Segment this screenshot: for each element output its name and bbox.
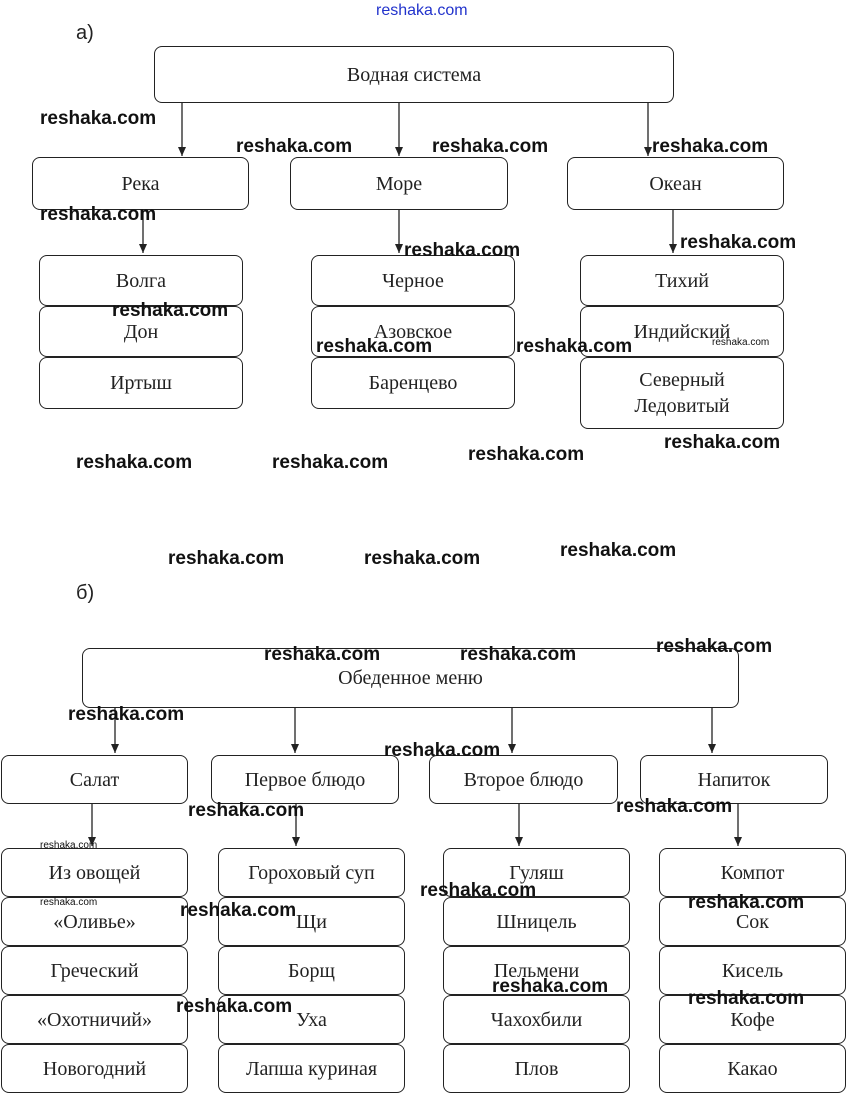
watermark: reshaka.com: [176, 996, 293, 1017]
watermark: reshaka.com: [616, 796, 733, 817]
watermark: reshaka.com: [712, 337, 770, 348]
second-course-item: Гуляш: [443, 848, 630, 897]
first-course-item: Борщ: [218, 946, 405, 995]
river-item: Дон: [39, 306, 243, 357]
sea-item: Баренцево: [311, 357, 515, 409]
watermark: reshaka.com: [76, 452, 193, 473]
watermark: reshaka.com: [404, 240, 521, 261]
category-second-course: Второе блюдо: [429, 755, 618, 804]
drink-item: Сок: [659, 897, 846, 946]
watermark: reshaka.com: [168, 548, 285, 569]
second-course-item: Шницель: [443, 897, 630, 946]
drink-item: Кисель: [659, 946, 846, 995]
salad-item: «Охотничий»: [1, 995, 188, 1044]
watermark: reshaka.com: [664, 432, 781, 453]
watermark: reshaka.com: [40, 840, 98, 851]
watermark: reshaka.com: [432, 136, 549, 157]
ocean-item: Северный Ледовитый: [580, 357, 784, 429]
watermark: reshaka.com: [40, 204, 157, 225]
first-course-item: Уха: [218, 995, 405, 1044]
diagram-a-label: а): [76, 22, 94, 44]
watermark: reshaka.com: [68, 704, 185, 725]
category-salat: Салат: [1, 755, 188, 804]
watermark: reshaka.com: [272, 452, 389, 473]
drink-item: Компот: [659, 848, 846, 897]
salad-item: Новогодний: [1, 1044, 188, 1093]
ocean-item: Индийский: [580, 306, 784, 357]
second-course-item: Чахохбили: [443, 995, 630, 1044]
first-course-item: Лапша куриная: [218, 1044, 405, 1093]
second-course-item: Плов: [443, 1044, 630, 1093]
watermark: reshaka.com: [40, 897, 98, 908]
watermark: reshaka.com: [688, 988, 805, 1009]
watermark: reshaka.com: [516, 336, 633, 357]
header-watermark: reshaka.com: [376, 2, 468, 19]
ocean-item: Тихий: [580, 255, 784, 306]
salad-item: «Оливье»: [1, 897, 188, 946]
watermark: reshaka.com: [560, 540, 677, 561]
watermark: reshaka.com: [236, 136, 353, 157]
watermark: reshaka.com: [420, 880, 537, 901]
watermark: reshaka.com: [316, 336, 433, 357]
watermark: reshaka.com: [112, 300, 229, 321]
water-system-root: Водная система: [154, 46, 674, 103]
river-item: Волга: [39, 255, 243, 306]
category-okean: Океан: [567, 157, 784, 210]
diagram-b-label: б): [76, 582, 95, 604]
watermark: reshaka.com: [468, 444, 585, 465]
dinner-menu-root: Обеденное меню: [82, 648, 739, 708]
watermark: reshaka.com: [188, 800, 305, 821]
sea-item: Черное: [311, 255, 515, 306]
salad-item: Греческий: [1, 946, 188, 995]
watermark: reshaka.com: [688, 892, 805, 913]
category-reka: Река: [32, 157, 249, 210]
watermark: reshaka.com: [384, 740, 501, 761]
drink-item: Какао: [659, 1044, 846, 1093]
watermark: reshaka.com: [364, 548, 481, 569]
watermark: reshaka.com: [656, 636, 773, 657]
watermark: reshaka.com: [40, 108, 157, 129]
watermark: reshaka.com: [680, 232, 797, 253]
first-course-item: Гороховый суп: [218, 848, 405, 897]
drink-item: Кофе: [659, 995, 846, 1044]
category-more: Море: [290, 157, 508, 210]
first-course-item: Щи: [218, 897, 405, 946]
watermark: reshaka.com: [264, 644, 381, 665]
category-drink: Напиток: [640, 755, 828, 804]
category-first-course: Первое блюдо: [211, 755, 399, 804]
sea-item: Азовское: [311, 306, 515, 357]
watermark: reshaka.com: [652, 136, 769, 157]
salad-item: Из овощей: [1, 848, 188, 897]
river-item: Иртыш: [39, 357, 243, 409]
second-course-item: Пельмени: [443, 946, 630, 995]
watermark: reshaka.com: [492, 976, 609, 997]
watermark: reshaka.com: [460, 644, 577, 665]
watermark: reshaka.com: [180, 900, 297, 921]
